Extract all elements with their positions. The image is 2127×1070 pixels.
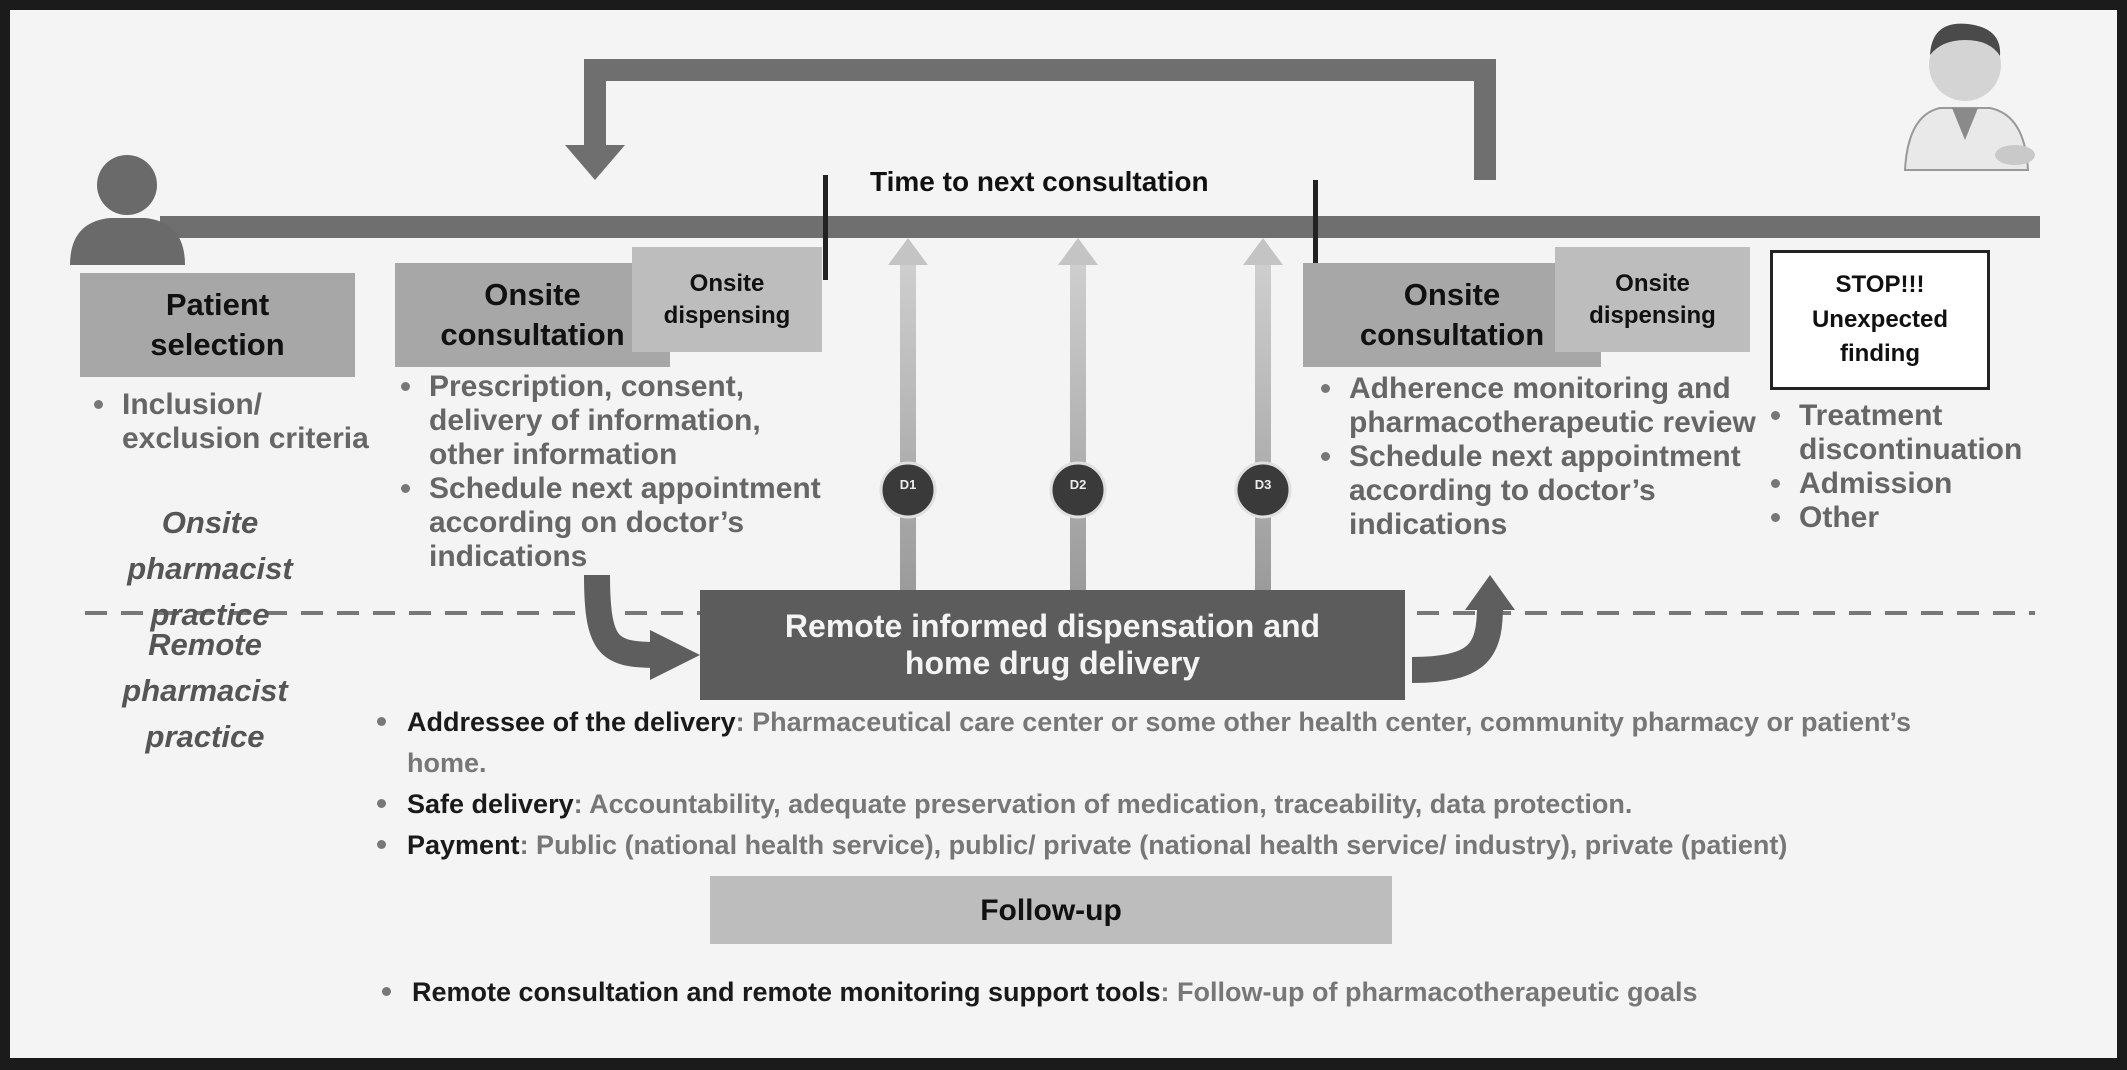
- delivery-point-key: Payment: [407, 830, 520, 860]
- up-arrow-d3-head: [1243, 238, 1283, 265]
- onsite-dispensing-title-1: Onsite dispensing: [663, 270, 791, 329]
- remote-dispensation-box: Remote informed dispensation and home dr…: [700, 590, 1405, 700]
- timeline-tick-right: [1313, 180, 1318, 265]
- onsite-practice-label: Onsite pharmacist practice: [127, 505, 293, 632]
- delivery-point-value: : Accountability, adequate preservation …: [573, 789, 1633, 819]
- onsite-dispensing-title-2: Onsite dispensing: [1589, 270, 1716, 329]
- delivery-point-value: : Public (national health service), publ…: [519, 830, 1788, 860]
- patient-selection-box: Patient selection: [80, 273, 355, 377]
- curve-arrow-in-head: [650, 630, 700, 680]
- up-arrow-d1-shaft: [900, 260, 916, 595]
- curve-arrow-out: [1411, 604, 1503, 683]
- consultation-1-bullets: Prescription, consent, delivery of infor…: [395, 370, 825, 574]
- onsite-consultation-box-2: Onsite consultation: [1303, 263, 1601, 367]
- remote-practice-label: Remote pharmacist practice: [122, 627, 288, 754]
- doctor-icon: [1903, 23, 2035, 171]
- list-item: Payment: Public (national health service…: [375, 825, 1915, 866]
- curve-arrow-out-head: [1465, 575, 1515, 610]
- dispensation-label-d1: D1: [899, 477, 917, 492]
- onsite-dispensing-box-2: Onsite dispensing: [1555, 247, 1750, 352]
- patient-icon: [70, 155, 185, 265]
- delivery-point-value: : Pharmaceutical care center or some oth…: [407, 707, 1912, 778]
- up-arrow-d2-head: [1058, 238, 1098, 265]
- delivery-point-key: Safe delivery: [407, 789, 574, 819]
- remote-dispensation-title: Remote informed dispensation and home dr…: [784, 608, 1321, 681]
- onsite-consultation-box-1: Onsite consultation: [395, 263, 670, 367]
- list-item: Admission: [1765, 467, 2035, 501]
- dispensation-badge-d1: [879, 461, 937, 519]
- patient-selection-bullets: Inclusion/ exclusion criteria: [88, 388, 398, 456]
- list-item: Treatment discontinuation: [1765, 399, 2035, 467]
- stop-box: STOP!!! Unexpected finding: [1770, 250, 1990, 390]
- stop-title: STOP!!! Unexpected finding: [1811, 270, 1949, 368]
- followup-title: Follow-up: [980, 893, 1122, 927]
- followup-points: Remote consultation and remote monitorin…: [380, 972, 1920, 1013]
- followup-point-key: Remote consultation and remote monitorin…: [412, 977, 1161, 1007]
- onsite-dispensing-box-1: Onsite dispensing: [632, 247, 822, 352]
- followup-point-value: : Follow-up of pharmacotherapeutic goals: [1160, 977, 1698, 1007]
- consultation-2-bullets: Adherence monitoring and pharmacotherape…: [1315, 372, 1765, 542]
- delivery-point-key: Addressee of the delivery: [407, 707, 736, 737]
- list-item: Schedule next appointment according to d…: [1315, 440, 1765, 542]
- list-item: Remote consultation and remote monitorin…: [380, 972, 1920, 1013]
- timeline-tick-left: [823, 175, 828, 280]
- onsite-consultation-title-1: Onsite consultation: [440, 276, 625, 352]
- delivery-points: Addressee of the delivery: Pharmaceutica…: [375, 702, 1915, 866]
- dispensation-label-d2: D2: [1069, 477, 1087, 492]
- dispensation-badge-d2: [1049, 461, 1107, 519]
- dispensation-label-d3: D3: [1254, 477, 1272, 492]
- dispensation-badge-d3: [1234, 461, 1292, 519]
- timeline-bar: [160, 216, 2040, 238]
- return-arrow: [584, 59, 1496, 180]
- list-item: Schedule next appointment according on d…: [395, 472, 825, 574]
- up-arrow-d2-shaft: [1070, 260, 1086, 595]
- up-arrow-d1-head: [888, 238, 928, 265]
- list-item: Adherence monitoring and pharmacotherape…: [1315, 372, 1765, 440]
- list-item: Other: [1765, 501, 2035, 535]
- curve-arrow-in: [584, 574, 661, 668]
- timeline-label: Time to next consultation: [870, 166, 1209, 197]
- list-item: Prescription, consent, delivery of infor…: [395, 370, 825, 472]
- list-item: Inclusion/ exclusion criteria: [88, 388, 398, 456]
- list-item: Safe delivery: Accountability, adequate …: [375, 784, 1915, 825]
- diagram-canvas: D1 D2 D3 Time to next consultation Patie…: [10, 10, 2117, 1058]
- return-arrowhead: [565, 145, 625, 180]
- stop-bullets: Treatment discontinuation Admission Othe…: [1765, 399, 2035, 535]
- up-arrow-d3-shaft: [1255, 260, 1271, 595]
- list-item: Addressee of the delivery: Pharmaceutica…: [375, 702, 1915, 784]
- onsite-consultation-title-2: Onsite consultation: [1359, 276, 1545, 352]
- patient-selection-title: Patient selection: [150, 286, 285, 362]
- followup-box: Follow-up: [710, 876, 1392, 944]
